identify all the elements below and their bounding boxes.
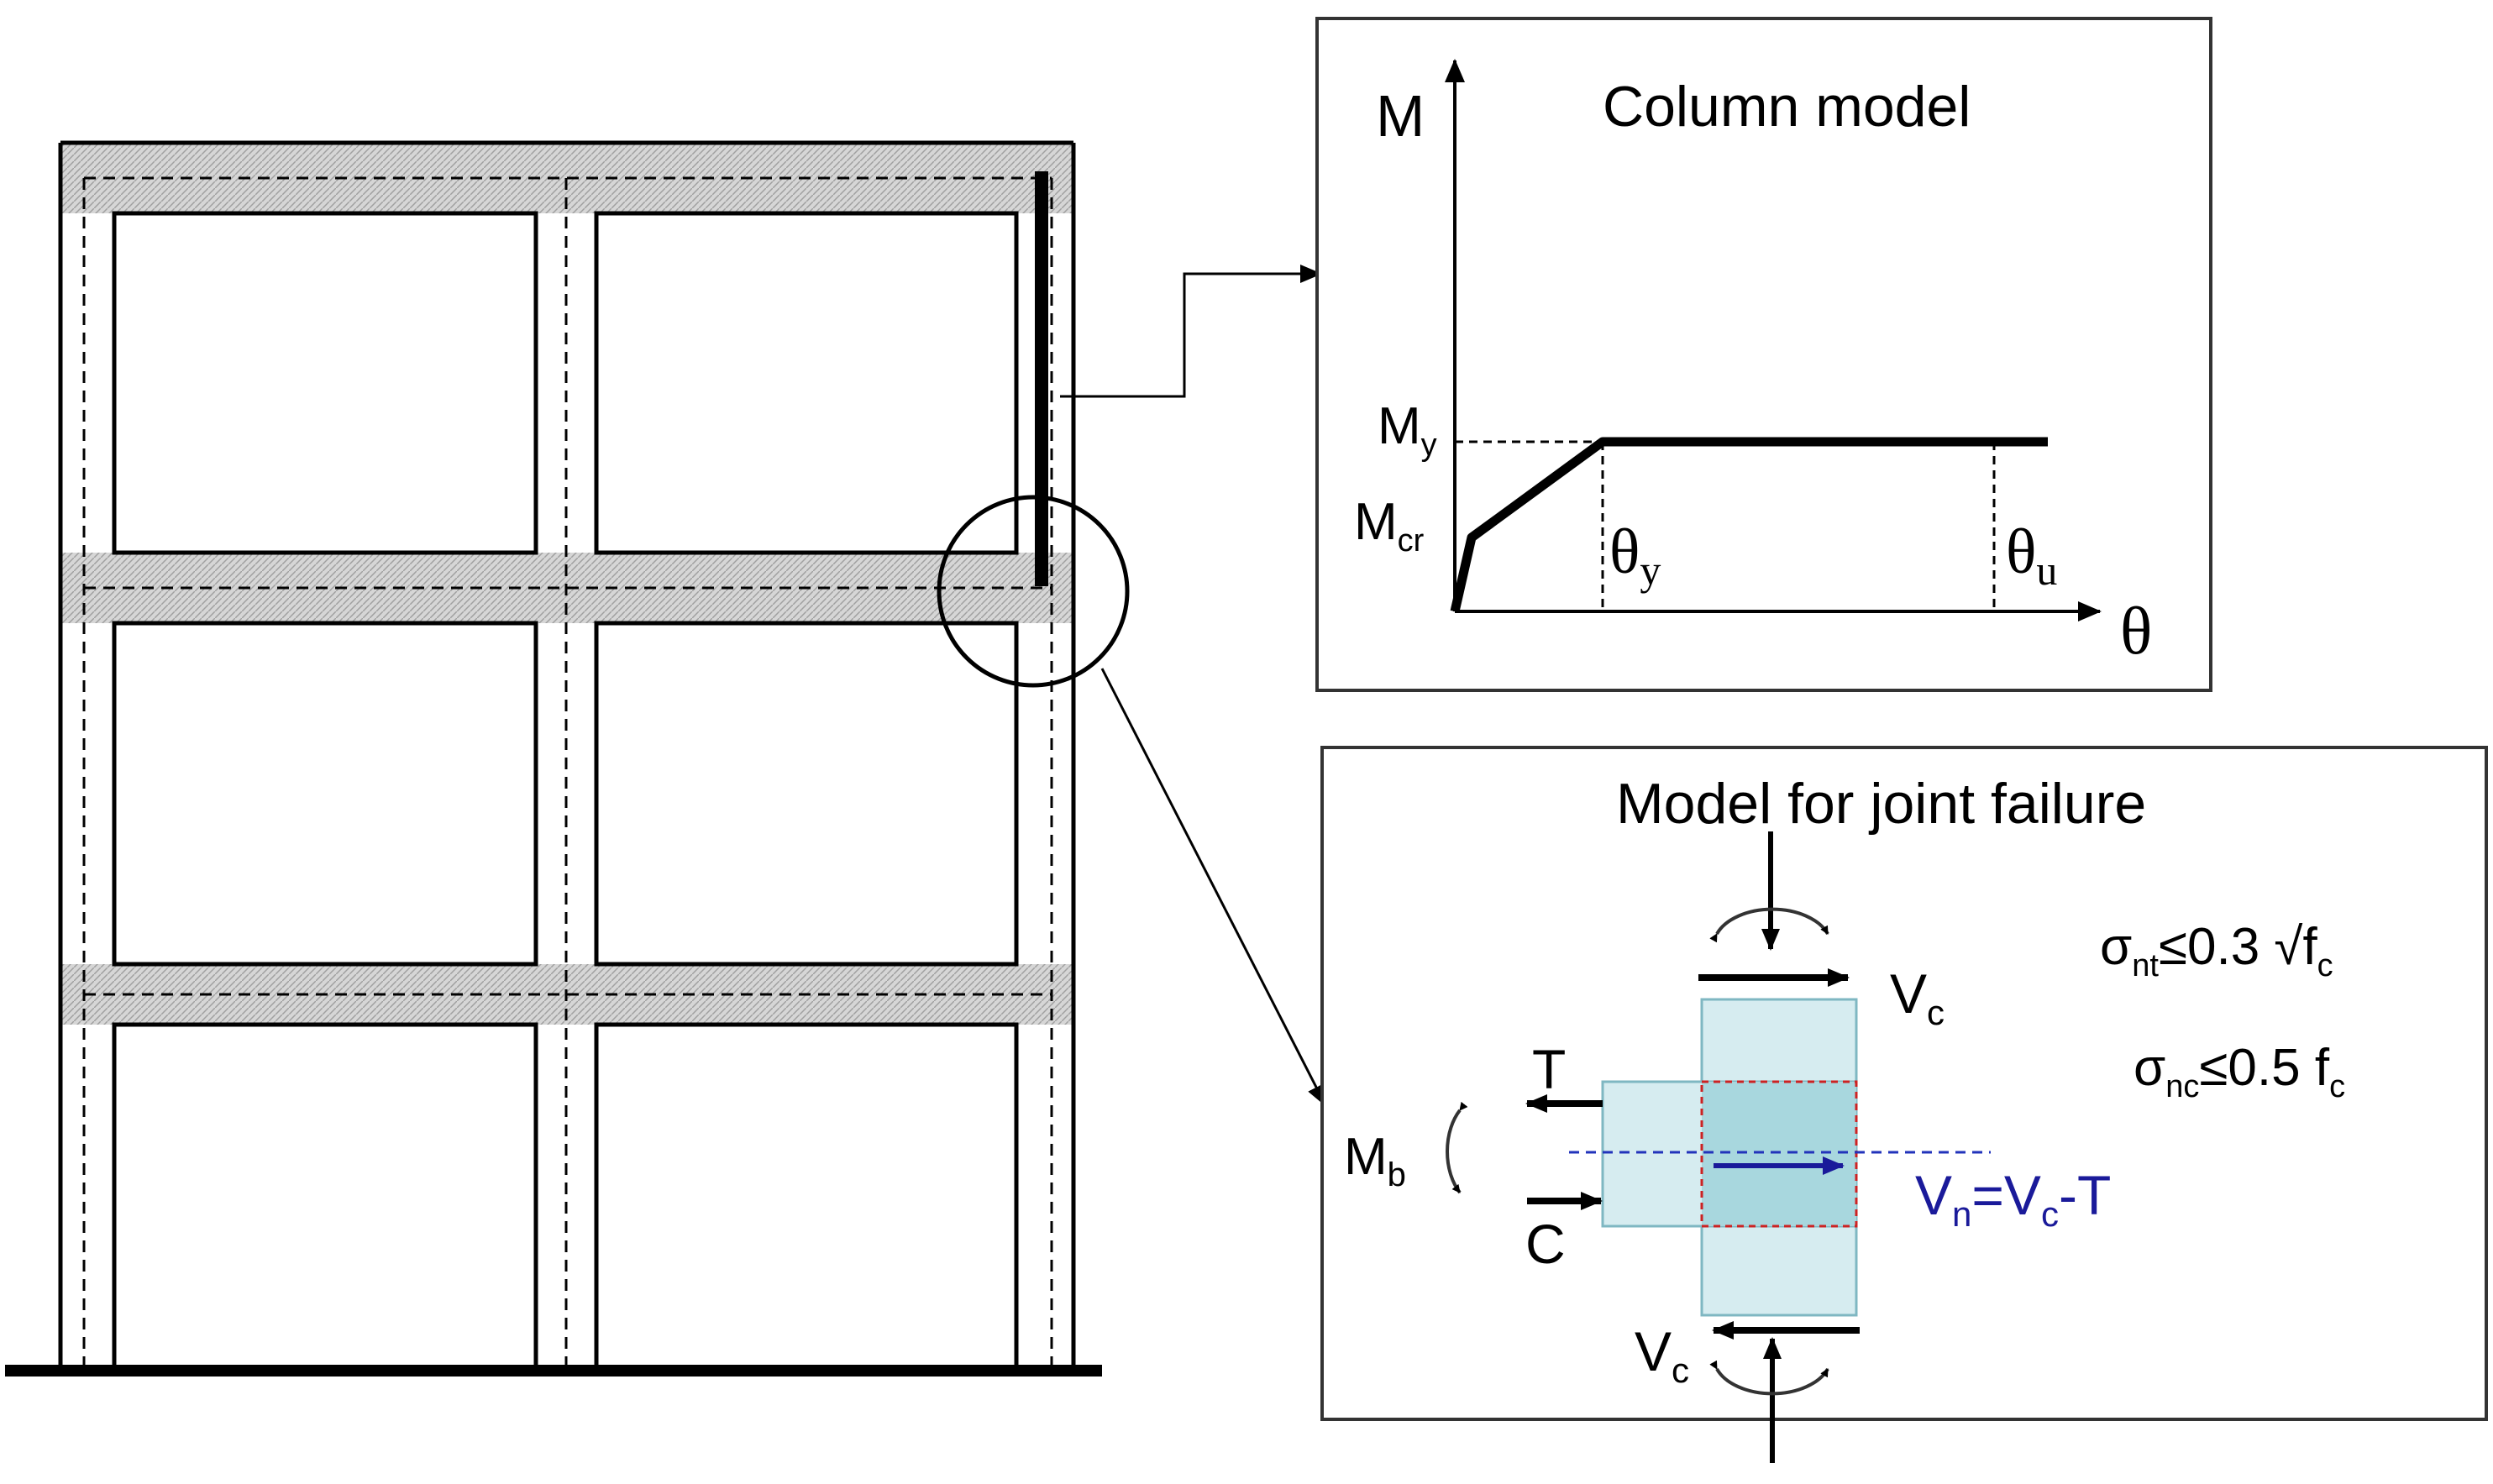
joint-model-box (1320, 746, 2488, 1421)
panel-top-right (594, 211, 1019, 555)
panel-bottom-left (112, 1022, 538, 1369)
panel-mid-right (594, 621, 1019, 967)
joint-circle (937, 495, 1130, 688)
mb-label: Mb (1344, 1128, 1406, 1193)
moment-rotation-curve (1450, 437, 2048, 613)
theta-u-label: θu (2006, 517, 2057, 594)
joint-model-title: Model for joint failure (1616, 772, 2146, 836)
sigma-nc-formula: σnc≤0.5 fc (2133, 1039, 2345, 1104)
frame-elevation (5, 140, 1130, 1377)
x-axis-label: θ (2120, 595, 2152, 669)
mcr-label: Mcr (1354, 493, 1425, 558)
joint-core (1700, 1080, 1858, 1228)
leader-to-joint-model (1100, 668, 1327, 1107)
bottom-moment-arc (1709, 1360, 1829, 1396)
t-label: T (1532, 1038, 1566, 1100)
column-model-title: Column model (1603, 75, 1971, 139)
joint-model-panel: Model for joint failure Vc Vc T C Mb σnt… (1320, 746, 2488, 1463)
beam-moment-arc (1446, 1101, 1468, 1194)
sigma-nt-formula: σnt≤0.3 √fc (2100, 918, 2333, 983)
panel-top-left (112, 211, 538, 555)
column-model-panel: Column model M θ My Mcr θy θu (1315, 17, 2212, 692)
frame-centerlines (82, 176, 1053, 1369)
vc-top-label: Vc (1890, 962, 1945, 1032)
my-label: My (1378, 397, 1437, 463)
panel-bottom-right (594, 1022, 1019, 1369)
panel-mid-left (112, 621, 538, 967)
top-moment-arc (1709, 907, 1829, 943)
y-axis-label: M (1376, 83, 1425, 149)
c-label: C (1525, 1213, 1566, 1275)
leader-to-column-model (1060, 265, 1322, 398)
vn-formula: Vn=Vc-T (1915, 1164, 2111, 1234)
yield-guides (1455, 440, 1996, 611)
vc-bottom-label: Vc (1635, 1320, 1689, 1390)
theta-y-label: θy (1609, 517, 1661, 594)
